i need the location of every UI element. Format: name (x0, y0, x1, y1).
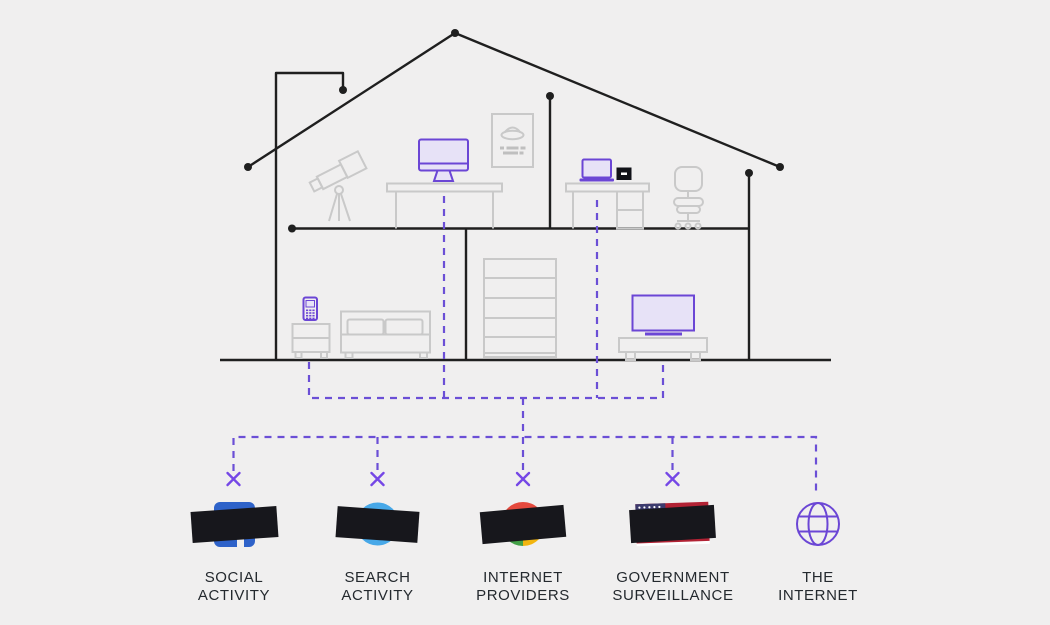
label-the-internet-line1: THE (802, 569, 834, 586)
desk-right (565, 182, 650, 230)
label-internet-providers-line2: PROVIDERS (476, 587, 570, 604)
mobile-phone-icon (302, 296, 318, 321)
blocked-x-marks (226, 471, 680, 487)
label-internet-providers-line1: INTERNET (483, 569, 563, 586)
television-icon (631, 294, 695, 336)
label-social-activity-line1: SOCIAL (205, 569, 264, 586)
label-government-surveillance-line1: GOVERNMENT (616, 569, 730, 586)
globe-icon (796, 502, 840, 546)
desk-left (386, 182, 503, 229)
x-mark-search (370, 471, 385, 487)
tv-stand (618, 337, 708, 361)
label-search-activity-line1: SEARCH (344, 569, 410, 586)
x-mark-government (665, 471, 680, 487)
phone-keypad (306, 309, 315, 320)
laptop-icon (579, 158, 614, 182)
house-outline (220, 29, 831, 362)
furniture (291, 113, 708, 361)
desktop-computer-icon (418, 138, 469, 182)
facebook-icon (190, 502, 279, 547)
left-wall-antenna-line (274, 71, 345, 360)
labels: SOCIAL ACTIVITY SEARCH ACTIVITY INTERNET… (198, 569, 858, 604)
us-flag-icon (629, 501, 716, 547)
connection-phone-tv-bus (307, 362, 665, 400)
x-mark-providers (515, 471, 531, 487)
label-the-internet-line2: INTERNET (778, 587, 858, 604)
label-social-activity-line2: ACTIVITY (198, 587, 270, 604)
nightstand (291, 323, 331, 359)
dashed-connections (232, 196, 818, 496)
bed (340, 310, 431, 359)
bookshelf (483, 258, 557, 358)
censor-bar (190, 506, 279, 543)
chrome-icon (479, 502, 567, 546)
x-mark-social (226, 471, 241, 487)
label-government-surveillance-line2: SURVEILLANCE (612, 587, 733, 604)
twitter-icon (335, 502, 420, 546)
line-endpoint-dots (244, 29, 784, 233)
connection-distribution-bus (232, 435, 818, 496)
external-drive-icon (616, 167, 632, 180)
censor-bar (629, 504, 716, 544)
censor-bar (335, 506, 420, 543)
office-chair (673, 166, 704, 230)
label-search-activity-line2: ACTIVITY (341, 587, 413, 604)
ufo-poster (491, 113, 534, 168)
devices (302, 138, 695, 336)
destination-icons (190, 501, 840, 547)
telescope-icon (308, 149, 368, 222)
censor-bar (479, 504, 567, 545)
